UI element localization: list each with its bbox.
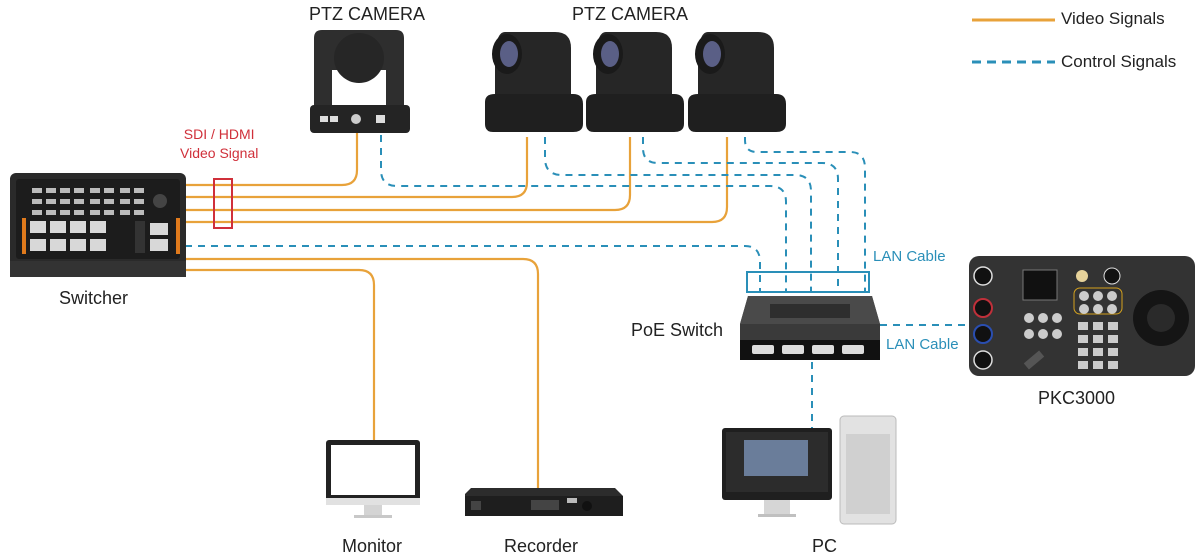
pkc3000-controller bbox=[969, 256, 1195, 376]
control-line-switcher bbox=[185, 245, 761, 292]
video-line-cam3 bbox=[185, 137, 632, 212]
pc-label: PC bbox=[812, 536, 838, 556]
sdi-hdmi-highlight-box bbox=[213, 178, 233, 229]
monitor bbox=[326, 440, 420, 518]
control-line-cam3 bbox=[642, 137, 839, 292]
control-lines bbox=[185, 135, 970, 428]
control-line-cam1 bbox=[380, 135, 787, 292]
lan-cable-right-label: LAN Cable bbox=[886, 336, 959, 353]
ptz-camera-front-1 bbox=[485, 32, 583, 132]
poe-switch bbox=[740, 296, 880, 360]
sdi-hdmi-label: SDI / HDMI Video Signal bbox=[180, 125, 258, 163]
video-line-monitor bbox=[185, 268, 376, 440]
ptz-camera-group-label: PTZ CAMERA bbox=[572, 4, 689, 24]
lan-cable-top-label: LAN Cable bbox=[873, 248, 946, 265]
pc-workstation bbox=[722, 415, 897, 525]
video-line-cam2 bbox=[185, 137, 529, 199]
ptz-camera-front-2 bbox=[586, 32, 684, 132]
monitor-label: Monitor bbox=[342, 536, 403, 556]
recorder bbox=[465, 488, 623, 516]
lan-cable-highlight-box bbox=[746, 271, 870, 293]
ptz-camera-rear-label: PTZ CAMERA bbox=[309, 4, 426, 24]
ptz-camera-rear bbox=[310, 30, 410, 133]
pkc3000-label: PKC3000 bbox=[1038, 388, 1116, 408]
control-line-cam4 bbox=[744, 137, 866, 292]
sdi-hdmi-label-line1: SDI / HDMI bbox=[183, 126, 255, 142]
video-lines bbox=[185, 132, 729, 488]
switcher-label: Switcher bbox=[59, 288, 129, 308]
video-line-cam4 bbox=[185, 137, 729, 224]
legend-control-label: Control Signals bbox=[1061, 52, 1177, 71]
legend-video-label: Video Signals bbox=[1061, 9, 1165, 28]
video-line-cam1 bbox=[185, 132, 359, 187]
recorder-label: Recorder bbox=[504, 536, 579, 556]
ptz-camera-front-3 bbox=[688, 32, 786, 132]
poe-switch-label: PoE Switch bbox=[631, 320, 724, 340]
control-line-cam2 bbox=[544, 137, 812, 292]
sdi-hdmi-label-line2: Video Signal bbox=[180, 145, 259, 161]
video-switcher bbox=[10, 173, 186, 277]
video-line-recorder bbox=[185, 257, 540, 488]
